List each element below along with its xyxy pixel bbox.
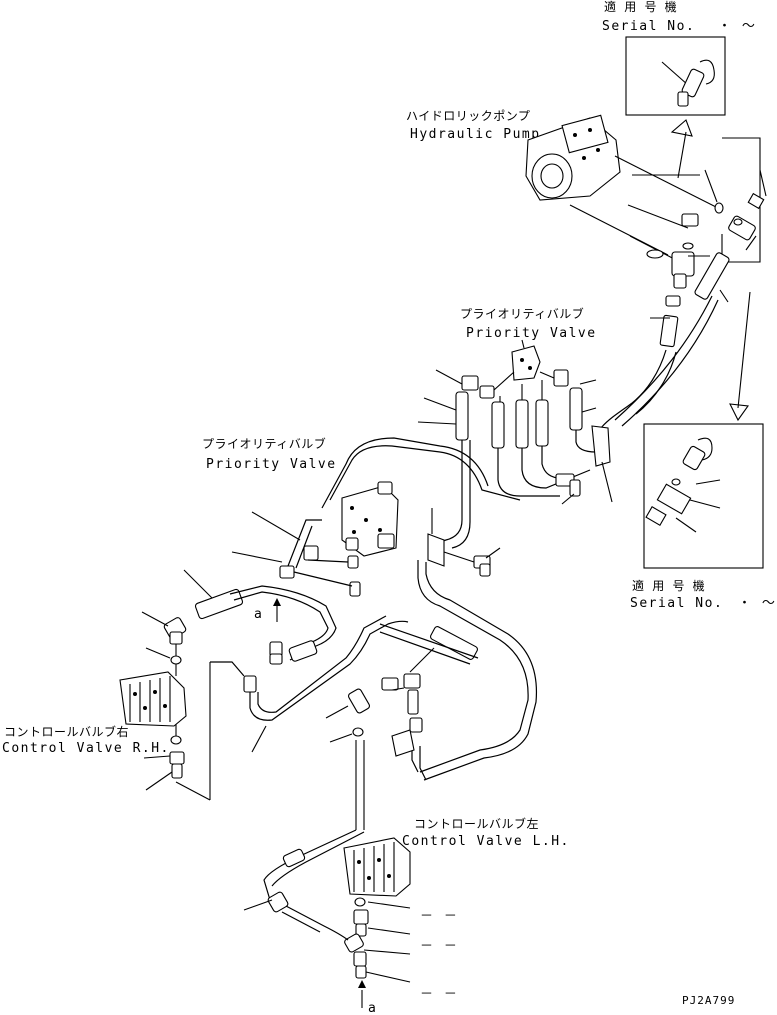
- priority-valve-lower-en: Priority Valve: [206, 457, 337, 472]
- priority-valve-upper-graphic: [417, 339, 597, 449]
- fitting-detail-top: [661, 59, 715, 107]
- control-valve-lh-en: Control Valve L.H.: [402, 834, 570, 849]
- control-valve-rh-en: Control Valve R.H.: [2, 741, 170, 756]
- detail-box-top: [625, 36, 726, 116]
- serial-label-mid: 適 用 号 機 Serial No. ・ ～: [630, 578, 776, 611]
- control-valve-rh-jp: コントロールバルブ右: [4, 724, 129, 739]
- priority-valve-lower-graphic: [231, 481, 399, 597]
- crossover-pipes: [175, 615, 409, 801]
- priority-valve-upper-en: Priority Valve: [466, 326, 597, 341]
- right-detail-bracket: [721, 137, 761, 263]
- arrow-a-lower-head: [358, 980, 366, 988]
- leader-arrow-down-shaft: [737, 291, 751, 409]
- dash-mark-2: － －: [420, 939, 458, 954]
- middle-hose: [379, 623, 479, 673]
- priority-valve-upper-label: プライオリティバルブ Priority Valve: [460, 306, 597, 341]
- control-valve-lh-graphic: [343, 837, 411, 983]
- pump-small-parts: [646, 213, 710, 289]
- dash-mark-3: － －: [420, 987, 458, 1002]
- rh-feed-pipes: [183, 569, 337, 665]
- upper-hose-runs: [439, 425, 613, 549]
- priority-valve-upper-jp: プライオリティバルブ: [460, 306, 584, 321]
- hydraulic-pump-jp: ハイドロリックポンプ: [406, 109, 530, 123]
- lh-feed-hose: [243, 829, 365, 941]
- hydraulic-pump-en: Hydraulic Pump: [410, 127, 541, 142]
- priority-valve-lower-jp: プライオリティバルブ: [202, 436, 326, 451]
- right-fittings: [694, 169, 767, 303]
- hydraulic-pump-graphic: [525, 114, 719, 263]
- detail-box-mid: [643, 423, 764, 569]
- serial-top-en: Serial No.: [602, 19, 695, 34]
- ref-a-lower: a: [368, 1001, 377, 1015]
- control-valve-rh-graphic: [119, 611, 187, 791]
- fitting-detail-mid: [645, 437, 721, 533]
- serial-mid-range: ・ ～: [738, 596, 776, 611]
- arrow-down-head: [729, 403, 749, 422]
- serial-mid-jp: 適 用 号 機: [632, 578, 705, 593]
- control-valve-rh-label: コントロールバルブ右 Control Valve R.H.: [2, 724, 170, 756]
- leader-arrow-up-shaft: [677, 131, 687, 179]
- drawing-code: PJ2A799: [682, 994, 735, 1007]
- dash-mark-1: － －: [420, 909, 458, 924]
- serial-top-range: ・ ～: [718, 19, 756, 34]
- serial-mid-en: Serial No.: [630, 596, 723, 611]
- serial-top-jp: 適 用 号 機: [604, 0, 677, 14]
- ref-a-upper: a: [254, 607, 263, 622]
- priority-valve-lower-label: プライオリティバルブ Priority Valve: [202, 436, 337, 472]
- main-loop-pipes: [321, 437, 538, 781]
- hydraulic-pump-label: ハイドロリックポンプ Hydraulic Pump: [406, 109, 541, 142]
- arrow-up-head: [670, 119, 693, 137]
- serial-label-top: 適 用 号 機 Serial No. ・ ～: [602, 0, 756, 34]
- pump-hoses: [595, 295, 719, 449]
- control-valve-lh-jp: コントロールバルブ左: [414, 816, 539, 831]
- arrow-a-upper-head: [273, 598, 281, 606]
- hose-clamp: [427, 508, 501, 577]
- lh-upper-fittings: [325, 673, 423, 830]
- control-valve-lh-label: コントロールバルブ左 Control Valve L.H.: [402, 816, 570, 849]
